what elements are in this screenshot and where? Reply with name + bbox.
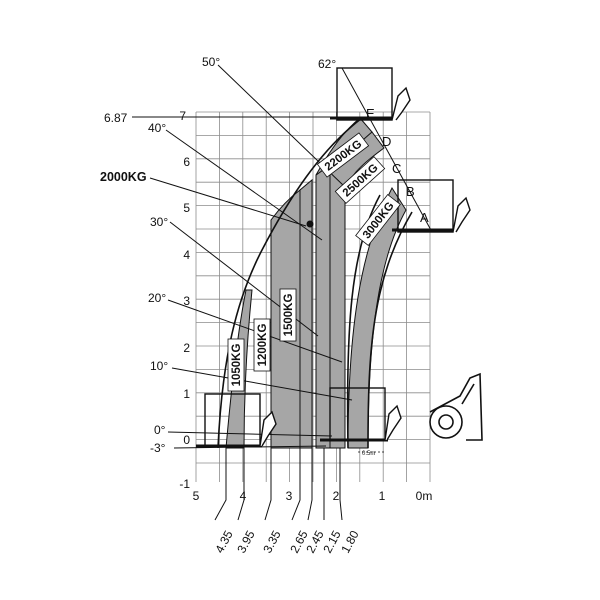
reach-leaders bbox=[214, 448, 343, 521]
leader-2000 bbox=[149, 177, 307, 227]
point-e: E bbox=[366, 106, 375, 121]
label-1500kg: 1500KG bbox=[283, 294, 295, 337]
fork-boxes bbox=[196, 67, 471, 448]
carriage-top bbox=[391, 86, 411, 121]
machine-boom-stub bbox=[461, 383, 475, 405]
point-letters: A B C D E bbox=[366, 106, 429, 225]
reach-leader-2 bbox=[237, 448, 245, 521]
reach-3-35: 3.35 bbox=[260, 528, 283, 555]
label-1050kg: 1050KG bbox=[231, 344, 243, 387]
fork-box-top bbox=[336, 67, 393, 121]
y-tick-2: 2 bbox=[183, 341, 190, 355]
label-1200kg: 1200KG bbox=[257, 324, 269, 367]
point-c: C bbox=[392, 161, 401, 176]
label-2000kg: 2000KG bbox=[100, 170, 147, 184]
grid bbox=[195, 111, 431, 482]
zone-2000 bbox=[315, 164, 331, 449]
x-tick-3: 3 bbox=[286, 489, 293, 503]
y-tick-3: 3 bbox=[183, 294, 190, 308]
leader-10 bbox=[171, 367, 353, 401]
front-wheel-inner bbox=[438, 414, 454, 430]
reach-leader-7 bbox=[339, 448, 343, 521]
leader-0 bbox=[167, 431, 333, 437]
x-tick-2: 2 bbox=[333, 489, 340, 503]
point-d: D bbox=[382, 134, 391, 149]
angle-20: 20° bbox=[148, 291, 166, 305]
y-tick-5: 5 bbox=[183, 201, 190, 215]
angle-0: 0° bbox=[154, 423, 166, 437]
angle-30: 30° bbox=[150, 215, 168, 229]
carriage-bottom bbox=[384, 404, 402, 441]
carriage-left bbox=[259, 410, 277, 447]
reach-leader-3 bbox=[264, 448, 272, 521]
angle-neg3: -3° bbox=[150, 441, 166, 455]
machine-outline bbox=[429, 372, 483, 441]
reach-2-15: 2.15 bbox=[320, 528, 343, 555]
y-tick-0: 0 bbox=[183, 433, 190, 447]
carriage-right bbox=[452, 196, 471, 233]
reach-leader-5 bbox=[307, 448, 313, 521]
front-wheel-outer bbox=[429, 405, 463, 439]
reach-labels: 4.35 3.95 3.35 2.65 2.45 2.15 1.80 bbox=[212, 528, 361, 555]
reach-3-95: 3.95 bbox=[234, 528, 257, 555]
scale-note: 0.5m bbox=[362, 451, 375, 457]
y-tick-minus1: -1 bbox=[179, 477, 190, 491]
reach-leader-4 bbox=[291, 448, 301, 521]
angle-62: 62° bbox=[318, 57, 336, 71]
x-tick-4: 4 bbox=[240, 489, 247, 503]
y-tick-4: 4 bbox=[183, 248, 190, 262]
x-tick-5: 5 bbox=[193, 489, 200, 503]
point-a: A bbox=[420, 210, 429, 225]
reach-leader-1 bbox=[214, 448, 227, 521]
reach-4-35: 4.35 bbox=[212, 528, 235, 555]
angle-40: 40° bbox=[148, 121, 166, 135]
leader-62 bbox=[341, 67, 433, 233]
angle-labels: 62° 50° 40° 30° 20° 10° 0° -3° 6.87 bbox=[104, 55, 336, 455]
point-b: B bbox=[406, 184, 415, 199]
x-tick-1: 1 bbox=[379, 489, 386, 503]
x-axis-labels: 5 4 3 2 1 0m bbox=[193, 489, 433, 503]
load-point-2000 bbox=[306, 220, 314, 228]
angle-50: 50° bbox=[202, 55, 220, 69]
x-tick-0m: 0m bbox=[416, 489, 433, 503]
reach-1-80: 1.80 bbox=[338, 528, 361, 555]
leader-40 bbox=[165, 129, 323, 241]
y-axis-labels: 7 6 5 4 3 2 1 0 -1 bbox=[179, 109, 190, 491]
y-tick-1: 1 bbox=[183, 387, 190, 401]
y-tick-6: 6 bbox=[183, 155, 190, 169]
machine-body bbox=[429, 372, 483, 441]
max-height-label: 6.87 bbox=[104, 111, 128, 125]
outer-envelope bbox=[217, 117, 363, 449]
angle-10: 10° bbox=[150, 359, 168, 373]
y-tick-7: 7 bbox=[179, 109, 186, 123]
scale-marker: 0.5m bbox=[358, 451, 384, 457]
zone-1500 bbox=[299, 178, 313, 449]
inner-envelope bbox=[367, 211, 413, 449]
